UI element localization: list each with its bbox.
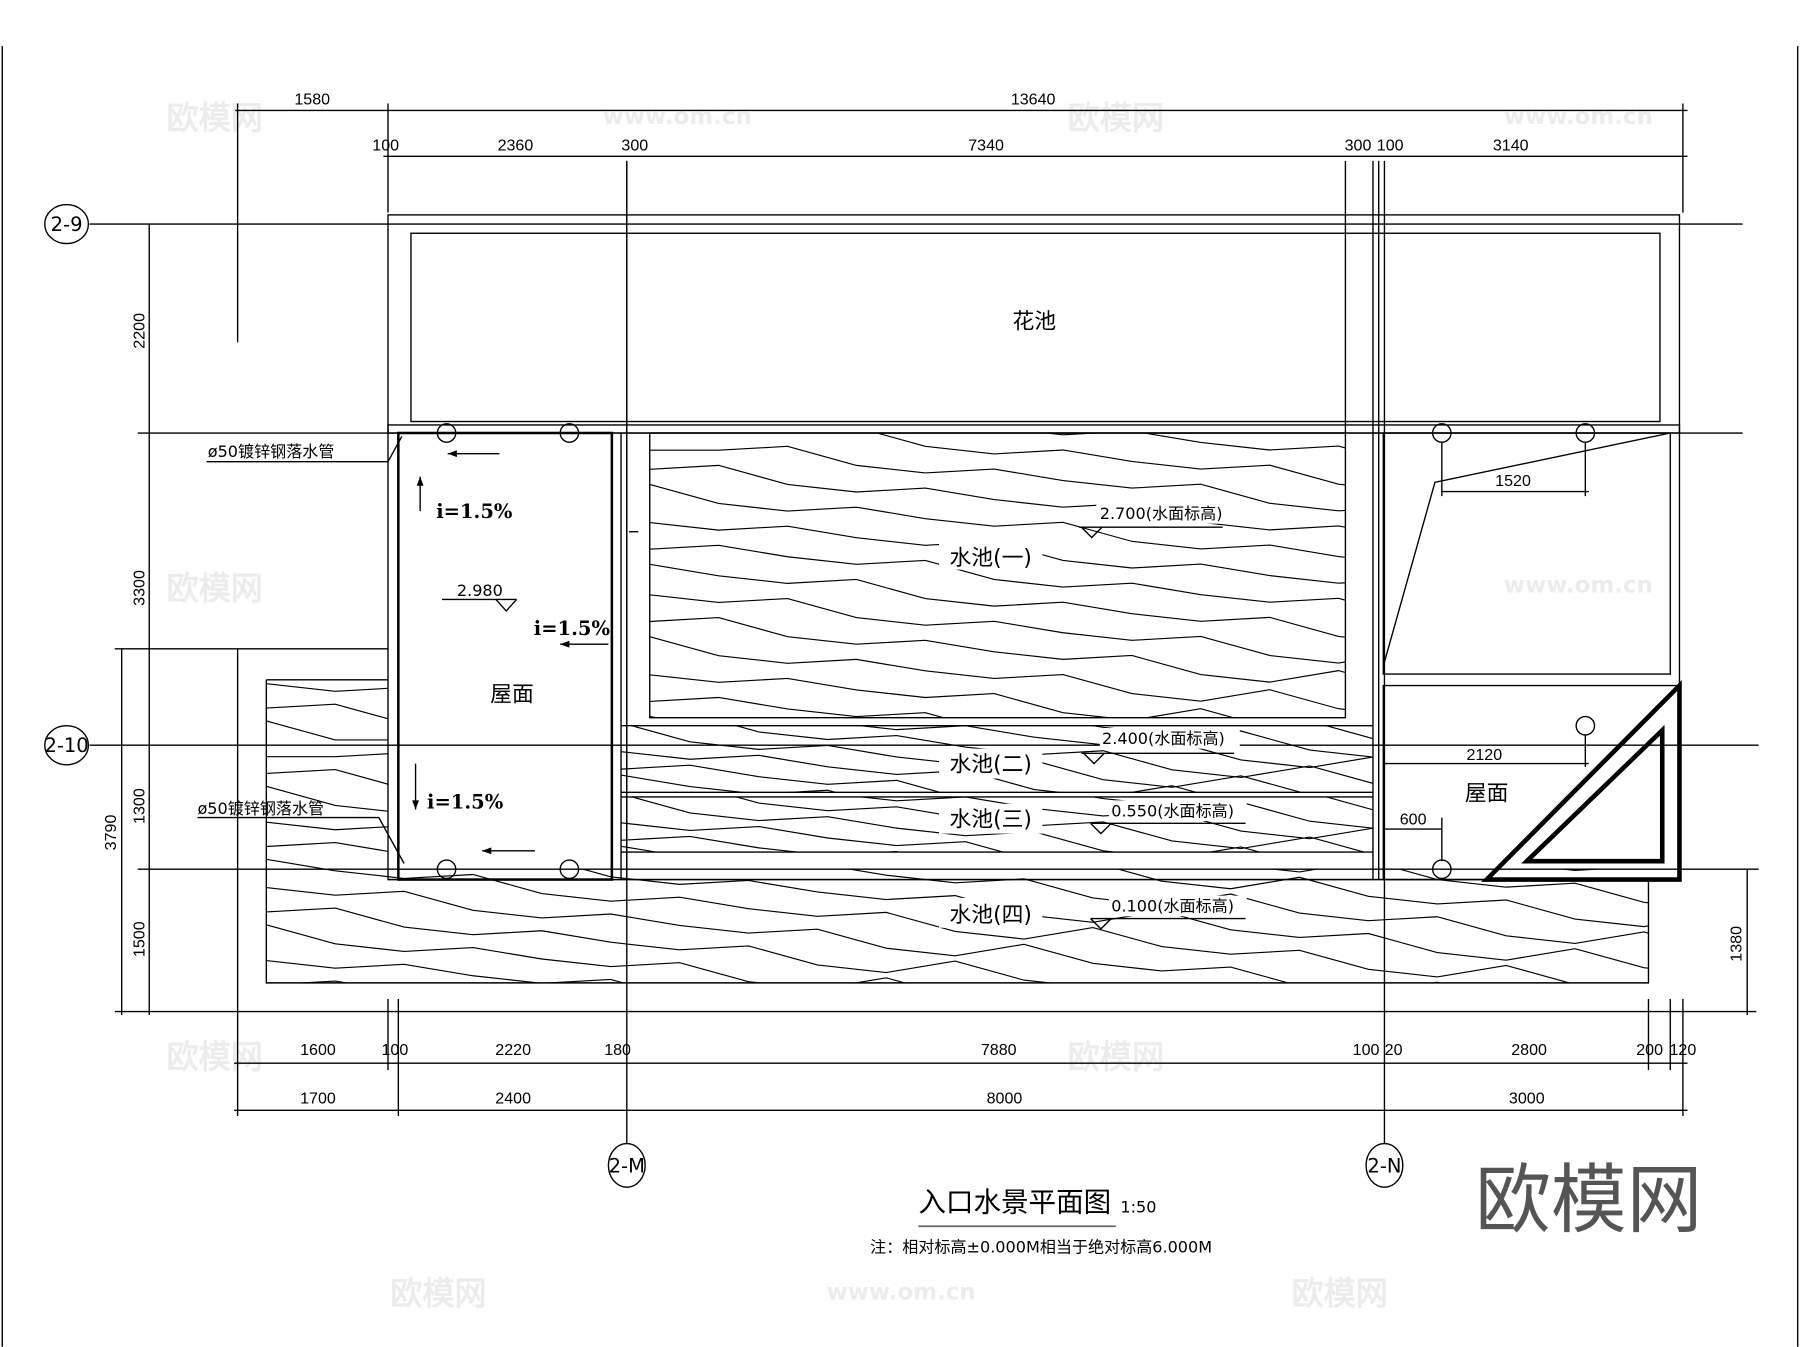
dim-text: 180 — [604, 1041, 631, 1059]
downpipe-icon — [436, 859, 457, 880]
dim-text: 2200 — [131, 313, 149, 349]
pool-4-outline — [265, 679, 1650, 984]
dim-text: 200 — [1636, 1041, 1663, 1059]
dim-text: 2400 — [495, 1089, 531, 1107]
dim-text: 3000 — [1509, 1089, 1545, 1107]
dim-text: 2360 — [498, 137, 534, 155]
brand-logo: 欧模网 — [1475, 1156, 1702, 1244]
dim-text: 100 — [1377, 137, 1404, 155]
dim-text: 1600 — [300, 1041, 336, 1059]
downpipe-icon — [559, 423, 580, 443]
water-wave-lines — [649, 433, 1346, 718]
dim-text: 13640 — [1011, 91, 1056, 109]
dim-text: 100 — [372, 137, 399, 155]
dim-text: 1580 — [294, 91, 330, 109]
pool-1-level: 2.700(水面标高) — [1100, 504, 1223, 523]
roof-right-label: 屋面 — [1465, 781, 1509, 806]
grid-label: 2-N — [1367, 1154, 1401, 1177]
pool-4-label: 水池(四) — [949, 903, 1031, 928]
grid-bubble-2-n: 2-N — [1365, 1142, 1404, 1188]
pool-1-label: 水池(一) — [949, 546, 1031, 571]
watermarks: 欧模网 www.om.cn 欧模网 www.om.cn 欧模网 www.om.c… — [166, 99, 1652, 1313]
dim-text: 7880 — [981, 1041, 1017, 1059]
dim-text: 300 — [1345, 137, 1372, 155]
pool-2-label: 水池(二) — [949, 753, 1031, 778]
watermark-url: www.om.cn — [1504, 573, 1653, 599]
slope-label: i=1.5% — [436, 500, 513, 523]
drawing-title: 入口水景平面图 — [918, 1186, 1111, 1218]
downpipe-callout: ø50镀锌钢落水管 — [208, 442, 335, 461]
slope-label: i=1.5% — [534, 617, 611, 640]
watermark-url: www.om.cn — [1504, 104, 1653, 130]
slope-label: i=1.5% — [427, 790, 504, 813]
pool-3-level: 0.550(水面标高) — [1111, 801, 1234, 820]
dimension-texts: 1580 13640 100 2360 300 7340 300 100 314… — [102, 91, 1746, 1108]
downpipe-icon — [436, 423, 457, 443]
watermark-logo: 欧模网 — [166, 1038, 262, 1076]
dim-text: 100 — [381, 1041, 408, 1059]
dim-text: 1700 — [300, 1089, 336, 1107]
dim-text: 1380 — [1727, 926, 1745, 962]
dim-text: 3140 — [1493, 137, 1529, 155]
dim-text: 1300 — [131, 788, 149, 824]
grid-bubble-2-9: 2-9 — [44, 203, 90, 245]
downpipe-callout: ø50镀锌钢落水管 — [197, 799, 324, 818]
title-block: 入口水景平面图 1:50 注：相对标高±0.000M相当于绝对标高6.000M … — [870, 1156, 1702, 1256]
roof-level: 2.980 — [457, 581, 503, 600]
watermark-logo: 欧模网 — [1068, 1038, 1164, 1076]
watermark-logo: 欧模网 — [390, 1274, 486, 1312]
grid-bubble-2-10: 2-10 — [44, 725, 90, 766]
downpipe-icon — [559, 859, 580, 880]
grid-label: 2-9 — [51, 213, 83, 236]
pool-3-label: 水池(三) — [949, 808, 1031, 833]
dim-text: 300 — [621, 137, 648, 155]
dimension-lines — [114, 103, 1757, 1117]
planter: 花池 — [387, 214, 1681, 434]
dim-text: 3790 — [102, 815, 120, 851]
grid-bubble-2-m: 2-M — [607, 1142, 646, 1188]
dim-text: 1520 — [1495, 472, 1531, 490]
dim-text: 2800 — [1511, 1041, 1547, 1059]
planter-label: 花池 — [1013, 310, 1057, 335]
dim-text: 100 — [1353, 1041, 1380, 1059]
dim-text: 7340 — [968, 137, 1004, 155]
grid-label: 2-M — [609, 1154, 645, 1177]
dim-text: 8000 — [987, 1089, 1023, 1107]
drawing-scale: 1:50 — [1120, 1197, 1156, 1216]
watermark-url: www.om.cn — [603, 104, 752, 130]
watermark-url: www.om.cn — [827, 1280, 976, 1306]
dim-text: 20 — [1385, 1041, 1403, 1059]
watermark-logo: 欧模网 — [166, 569, 262, 607]
dim-text: 2120 — [1466, 746, 1502, 764]
internal-dimensions: 1520 2120 600 — [1383, 442, 1589, 862]
dim-text: 600 — [1400, 810, 1427, 828]
watermark-logo: 欧模网 — [166, 99, 262, 137]
drawing-note: 注：相对标高±0.000M相当于绝对标高6.000M — [870, 1238, 1212, 1257]
pool-2-level: 2.400(水面标高) — [1102, 729, 1225, 748]
grid-label: 2-10 — [44, 734, 88, 757]
watermark-logo: 欧模网 — [1068, 99, 1164, 137]
drain-arrows — [412, 450, 639, 855]
level-marks: 2.700(水面标高) 2.400(水面标高) 0.550(水面标高) 0.10… — [441, 500, 1247, 930]
downpipe-icon — [1575, 715, 1596, 736]
dim-text: 2220 — [495, 1041, 531, 1059]
dim-text: 1500 — [131, 921, 149, 957]
dim-text: 3300 — [131, 570, 149, 606]
roof-left-label: 屋面 — [490, 683, 534, 708]
pool-4-level: 0.100(水面标高) — [1111, 897, 1234, 916]
watermark-logo: 欧模网 — [1291, 1274, 1387, 1312]
dim-text: 120 — [1670, 1041, 1697, 1059]
